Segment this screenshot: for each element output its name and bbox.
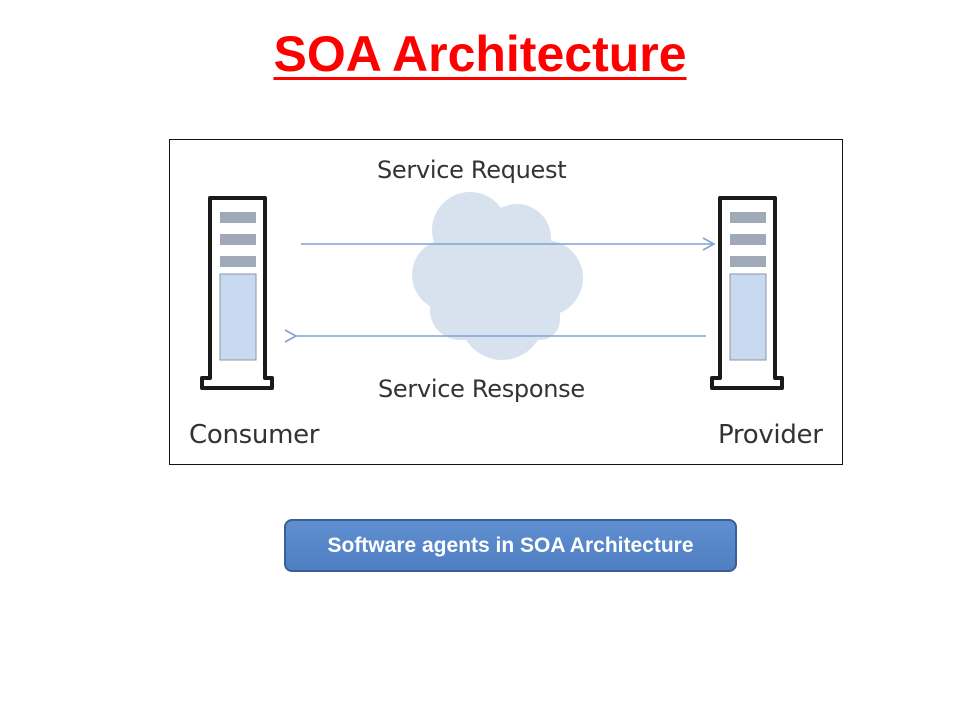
caption-label: Software agents in SOA Architecture [327,533,694,557]
consumer-label: Consumer [189,420,320,450]
provider-server-icon [710,196,784,390]
cloud-icon [412,192,583,360]
service-response-label: Service Response [378,375,585,403]
slide-title: SOA Architecture [273,26,687,82]
consumer-server-icon [200,196,274,390]
service-request-label: Service Request [377,156,567,184]
provider-label: Provider [718,420,823,450]
diagram-graphics [200,192,784,390]
caption-button[interactable]: Software agents in SOA Architecture [284,519,737,572]
soa-diagram: Service Request Service Response Consume… [169,139,843,465]
